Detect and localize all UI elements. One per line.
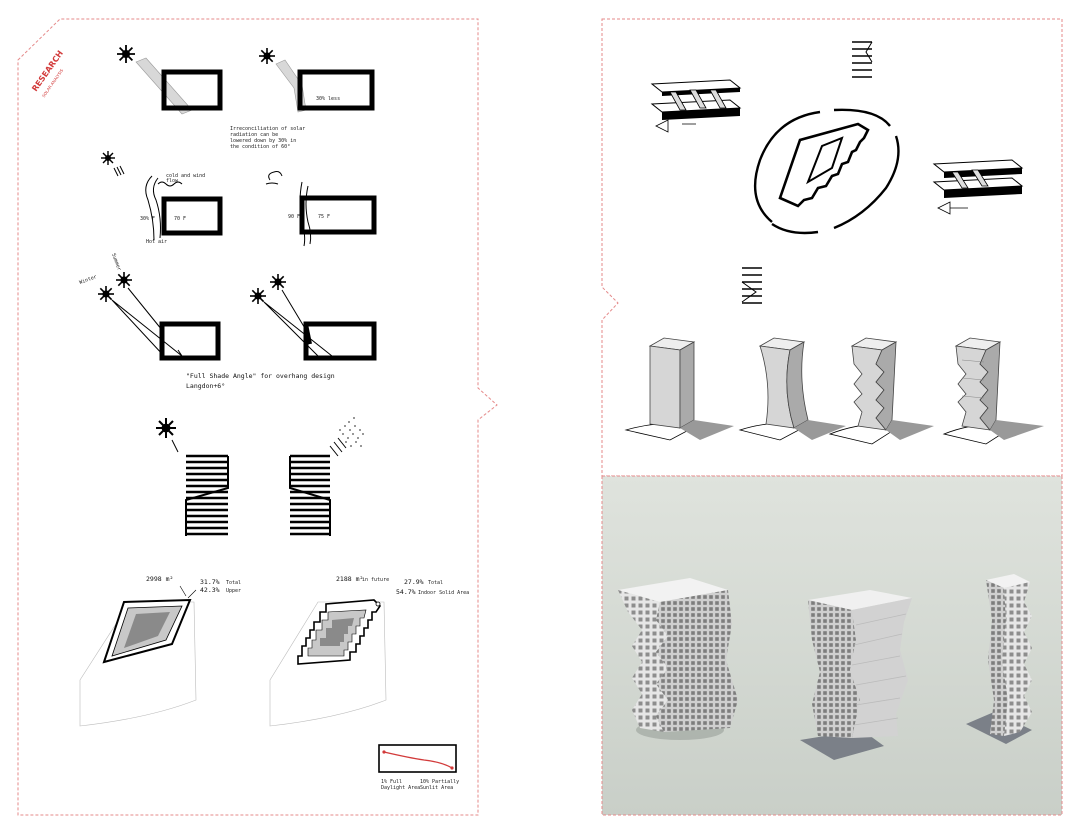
wind-diagram-1: cold and wind flow 30% F 70 F Hot air xyxy=(101,151,223,245)
solar-diagram-2: 30% less xyxy=(259,48,375,113)
sun-icon xyxy=(101,151,115,165)
tower-evolution-3 xyxy=(828,337,934,445)
plan-right-area: 2188 m² xyxy=(336,575,363,583)
sun-icon xyxy=(116,272,132,288)
plan-right-pct2-label: Indoor Solid Area xyxy=(418,590,469,596)
note-line-2: radiation can be xyxy=(230,132,278,138)
note-line-4: the condition of 60° xyxy=(230,144,290,150)
plan-right-pct2: 54.7% xyxy=(396,588,416,596)
sun-icon xyxy=(250,288,266,304)
research-stamp: RESEARCH SOLAR ANALYSIS xyxy=(30,49,65,98)
legend-left-2: Daylight Area xyxy=(381,785,420,791)
tower-evolution-2 xyxy=(738,337,846,441)
wind-diagram-2: 90 F 75 F xyxy=(265,171,377,247)
plan-right-pct1-label: Total xyxy=(428,580,443,586)
louver-module-right xyxy=(932,159,1024,215)
render-tower-c xyxy=(966,574,1032,744)
legend-right-2: Sunlit Area xyxy=(420,785,453,791)
label-deg-b: 70 F xyxy=(174,216,186,222)
label-winter: Winter xyxy=(79,274,98,286)
floorplan-ring-diagram xyxy=(753,108,900,235)
label-hot-air: Hot air xyxy=(146,239,167,245)
render-panel xyxy=(601,475,1063,816)
render-tower-a xyxy=(618,578,738,740)
legend-left: 1% Full xyxy=(381,779,402,785)
louver-diagram-2 xyxy=(289,417,364,536)
plan-left-pct1-label: Total xyxy=(226,580,241,586)
note-line-3: lowered down by 30% in xyxy=(230,138,296,144)
plan-left-pct2: 42.3% xyxy=(200,586,220,594)
plan-left-pct2-label: Upper xyxy=(226,588,241,594)
label-deg-d: 75 F xyxy=(318,214,330,220)
sun-icon xyxy=(259,48,275,64)
sun-icon xyxy=(117,45,135,63)
plan-left-area: 2998 m² xyxy=(146,575,173,583)
solar-note: Irreconciliation of solar radiation can … xyxy=(230,126,305,150)
render-tower-b xyxy=(800,590,912,760)
plan-right-pct1: 27.9% xyxy=(404,578,424,586)
caption-location: Langdon+6° xyxy=(186,382,225,390)
sun-icon xyxy=(156,418,176,438)
right-top-sheet xyxy=(601,18,1063,477)
tower-evolution-4 xyxy=(942,337,1044,445)
daylight-legend: 1% Full Daylight Area 10% Partially Sunl… xyxy=(378,744,459,791)
caption-shade: "Full Shade Angle" for overhang design xyxy=(186,372,335,380)
label-cold-2: flow xyxy=(166,178,179,184)
label-deg-c: 90 F xyxy=(288,214,300,220)
label-30-less: 30% less xyxy=(316,96,340,102)
tower-evolution-1 xyxy=(624,337,734,441)
section-symbol-top xyxy=(852,41,873,78)
louver-diagram-1 xyxy=(156,418,229,536)
label-deg-a: 30% F xyxy=(140,216,155,222)
shade-angle-diagram-2 xyxy=(250,274,377,361)
louver-module-left xyxy=(650,79,742,133)
solar-diagram-1 xyxy=(117,45,223,115)
plan-right-area-label: in future xyxy=(362,577,389,583)
sun-icon xyxy=(98,286,114,302)
plan-left-pct1: 31.7% xyxy=(200,578,220,586)
note-line-1: Irreconciliation of solar xyxy=(230,126,305,132)
section-symbol-bottom xyxy=(741,267,762,304)
left-sheet: RESEARCH SOLAR ANALYSIS 30% less Irrecon… xyxy=(17,18,498,816)
label-summer: Summer xyxy=(110,253,122,272)
sun-icon xyxy=(270,274,286,290)
plan-diagram-left: 2998 m² 31.7% Total 42.3% Upper xyxy=(79,575,241,727)
label-cold: cold and wind xyxy=(166,173,205,179)
shade-angle-diagram-1: Summer Winter xyxy=(79,253,221,361)
legend-right: 10% Partially xyxy=(420,779,459,785)
plan-diagram-right: 2188 m² in future 27.9% Total 54.7% Indo… xyxy=(269,575,469,727)
